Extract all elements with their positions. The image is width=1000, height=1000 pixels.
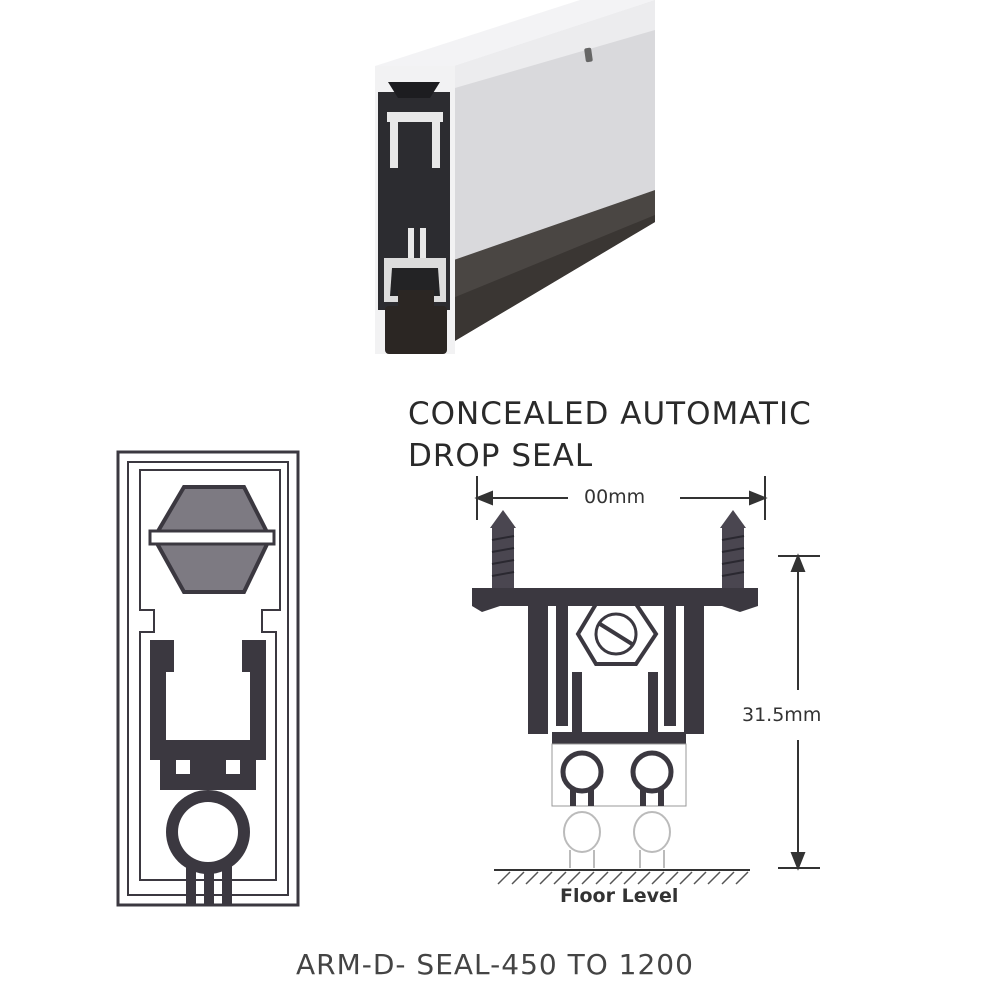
model-label: ARM-D- SEAL-450 TO 1200: [296, 948, 694, 981]
floor-level-label: Floor Level: [560, 885, 679, 907]
diagram-title: CONCEALED AUTOMATIC: [408, 396, 812, 432]
diagram-subtitle: DROP SEAL: [408, 438, 594, 474]
mounting-screws: [490, 510, 746, 588]
width-dimension-label: 00mm: [582, 486, 648, 508]
height-dimension-label: 31.5mm: [742, 702, 822, 728]
